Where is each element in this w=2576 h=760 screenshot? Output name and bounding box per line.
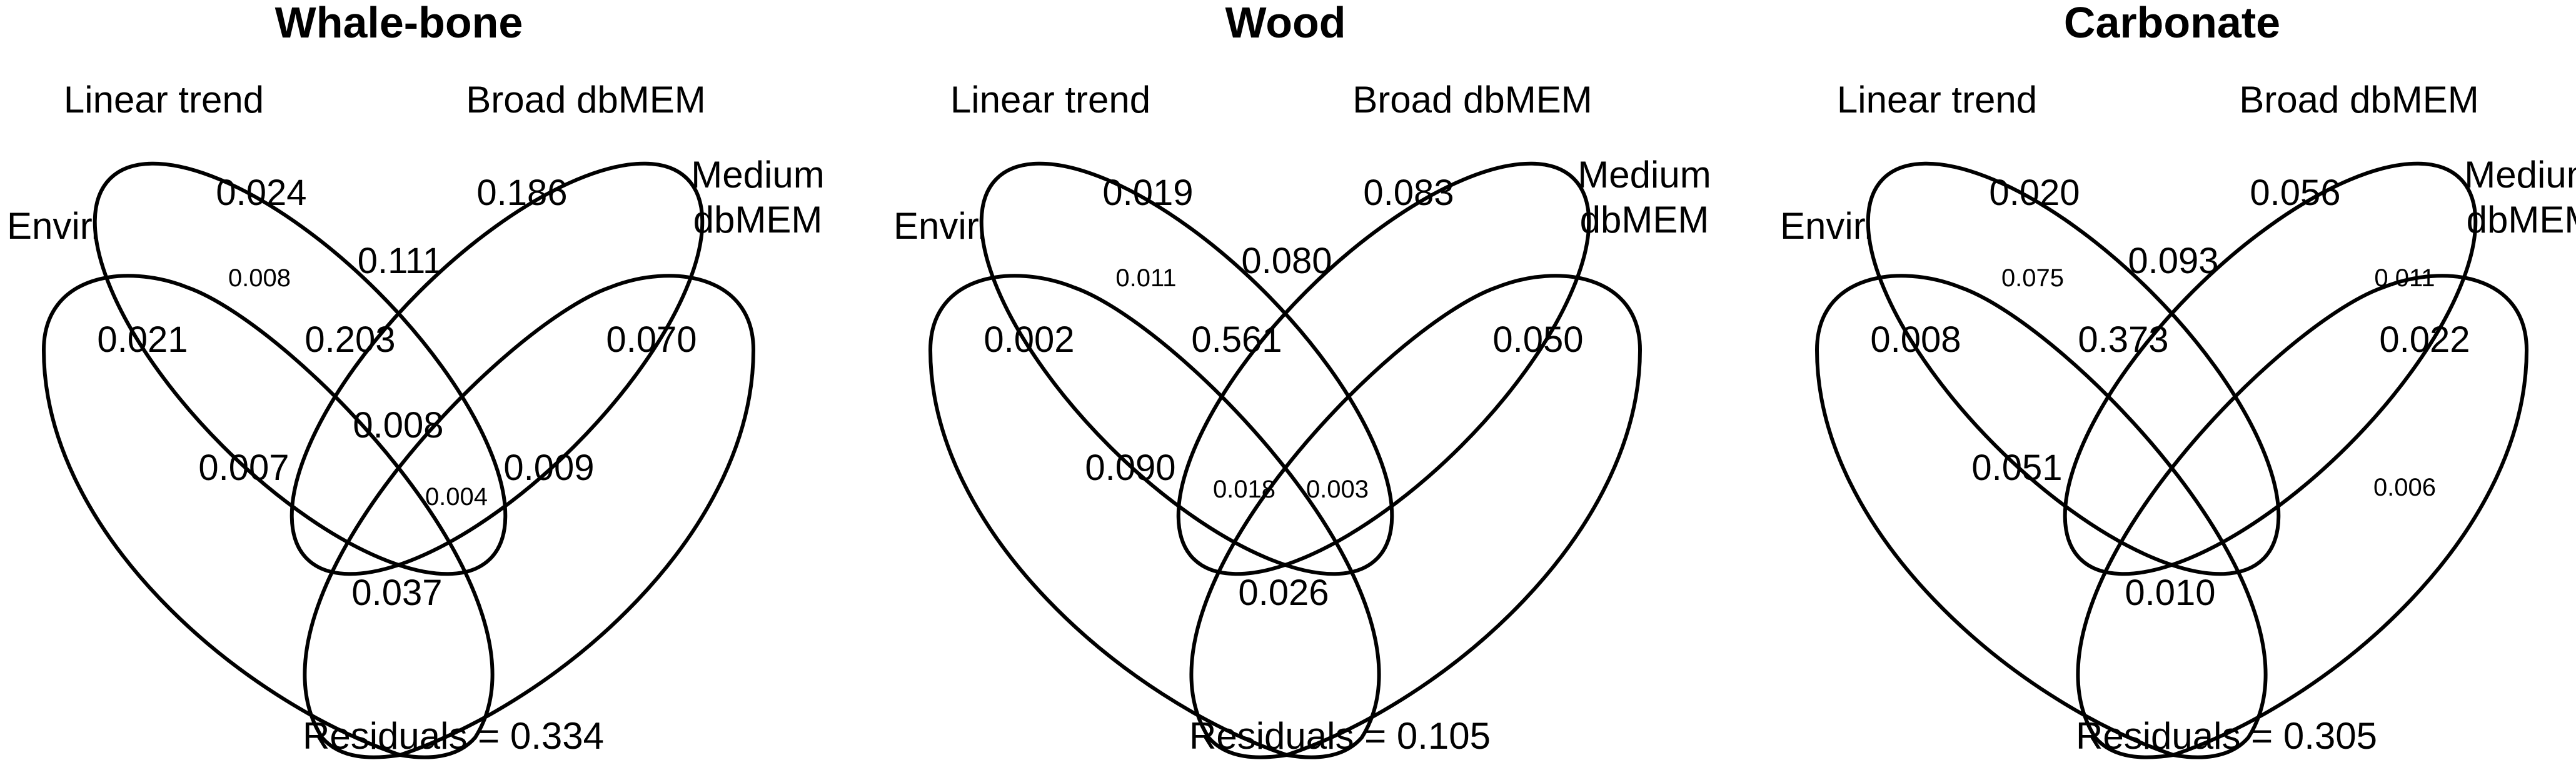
residuals-label: Residuals = 0.305 <box>2076 715 2377 757</box>
panel-title: Wood <box>1225 0 1346 47</box>
region-value-envir-medium: 0.026 <box>1238 572 1329 613</box>
region-value-envir-linear-medium: 0.007 <box>198 448 289 488</box>
set-label-medium-dbmem-line1: Medium <box>2464 154 2576 196</box>
set-ellipse-linear-trend <box>93 161 508 576</box>
region-value-envir-linear-broad-medium-low: 0.006 <box>2373 474 2436 501</box>
region-value-linear-broad: 0.111 <box>358 241 443 281</box>
region-value-linear-broad: 0.080 <box>1241 241 1332 281</box>
region-value-envir-linear: 0.008 <box>228 264 291 292</box>
region-value-medium-only: 0.022 <box>2379 319 2470 360</box>
region-value-broad-only: 0.083 <box>1363 172 1454 213</box>
region-value-envir-medium: 0.037 <box>351 572 442 613</box>
region-value-envir-only: 0.002 <box>984 319 1074 360</box>
region-value-envir-medium: 0.010 <box>2125 572 2215 613</box>
set-shape-medium-dbmem <box>2076 274 2529 759</box>
set-shape-medium-dbmem <box>303 274 756 759</box>
set-label-medium-dbmem-line2: dbMEM <box>1580 199 1709 241</box>
region-value-linear-only: 0.024 <box>216 172 306 213</box>
set-label-medium-dbmem-line1: Medium <box>691 154 824 196</box>
set-ellipse-linear-trend <box>979 161 1394 576</box>
set-label-envir: Envir. <box>893 205 987 247</box>
region-value-all-four: 0.018 <box>1213 476 1275 503</box>
set-label-broad-dbmem: Broad dbMEM <box>1352 79 1592 121</box>
set-label-linear-trend: Linear trend <box>1837 79 2037 121</box>
set-label-medium-dbmem-line1: Medium <box>1577 154 1711 196</box>
set-label-medium-dbmem-line2: dbMEM <box>693 199 823 241</box>
set-label-linear-trend: Linear trend <box>950 79 1150 121</box>
set-label-broad-dbmem: Broad dbMEM <box>466 79 706 121</box>
set-label-medium-dbmem-line2: dbMEM <box>2467 199 2576 241</box>
residuals-label: Residuals = 0.105 <box>1189 715 1491 757</box>
region-value-envir-linear-broad: 0.203 <box>304 319 395 360</box>
set-label-linear-trend: Linear trend <box>64 79 264 121</box>
region-value-envir-linear-broad-medium-low: 0.004 <box>425 483 488 511</box>
region-value-broad-only: 0.056 <box>2250 172 2340 213</box>
region-value-envir-linear: 0.075 <box>2001 264 2064 292</box>
region-value-broad-medium: 0.009 <box>503 448 594 488</box>
set-label-broad-dbmem: Broad dbMEM <box>2239 79 2479 121</box>
residuals-label: Residuals = 0.334 <box>303 715 604 757</box>
set-ellipse-broad-dbmem <box>1176 161 1591 576</box>
region-value-broad-medium-small: 0.011 <box>2374 264 2435 292</box>
set-shape-medium-dbmem <box>1189 274 1643 759</box>
region-value-broad-only: 0.186 <box>476 172 567 213</box>
region-value-envir-linear-medium: 0.090 <box>1085 448 1175 488</box>
set-label-envir: Envir. <box>7 205 101 247</box>
region-value-medium-only: 0.070 <box>606 319 697 360</box>
region-value-all-four: 0.008 <box>353 405 443 446</box>
set-shape-envir <box>928 274 1381 759</box>
region-value-linear-broad: 0.093 <box>2128 241 2218 281</box>
region-value-medium-only: 0.050 <box>1492 319 1583 360</box>
region-value-envir-linear-broad: 0.561 <box>1191 319 1282 360</box>
panel-title: Carbonate <box>2064 0 2280 47</box>
region-value-linear-only: 0.019 <box>1102 172 1193 213</box>
region-value-envir-linear-broad-medium-low: 0.003 <box>1306 476 1369 503</box>
set-label-envir: Envir. <box>1780 205 1874 247</box>
set-shape-envir <box>1814 274 2268 759</box>
region-value-envir-linear: 0.011 <box>1115 264 1176 292</box>
panel-title: Whale-bone <box>275 0 523 47</box>
region-value-linear-only: 0.020 <box>1989 172 2080 213</box>
region-value-envir-linear-broad: 0.373 <box>2078 319 2168 360</box>
region-value-envir-only: 0.008 <box>1870 319 1961 360</box>
set-shape-envir <box>41 274 495 759</box>
set-ellipse-linear-trend <box>1866 161 2281 576</box>
set-ellipse-broad-dbmem <box>289 161 705 576</box>
set-ellipse-broad-dbmem <box>2063 161 2478 576</box>
region-value-envir-linear-medium: 0.051 <box>1971 448 2062 488</box>
region-value-envir-only: 0.021 <box>97 319 188 360</box>
